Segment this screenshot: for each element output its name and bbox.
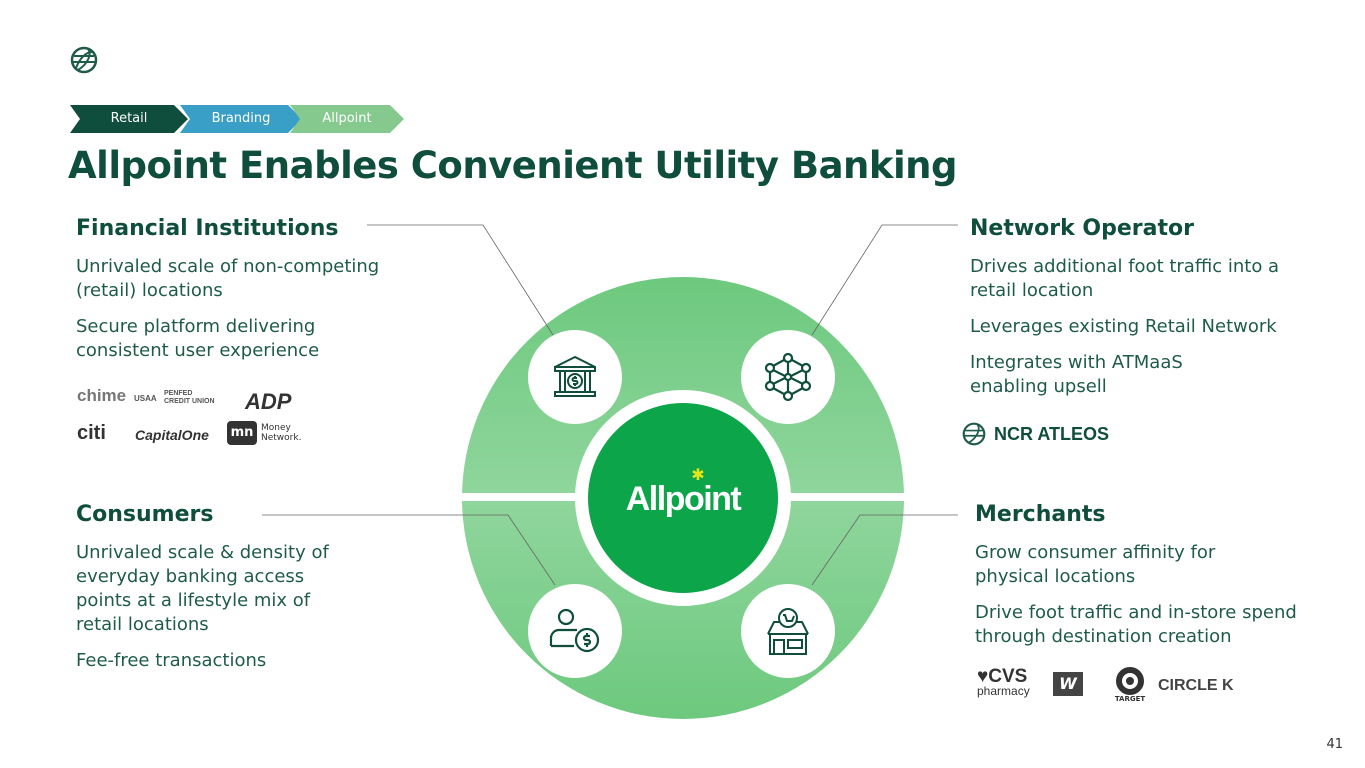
consumers-section: Consumers Unrivaled scale & density of e… — [76, 502, 376, 685]
bullet-text: Fee-free transactions — [76, 650, 267, 671]
section-heading: Network Operator — [970, 216, 1194, 241]
citi-logo: citi — [77, 422, 106, 444]
target-logo: TARGET — [1114, 667, 1146, 703]
ncr-atleos-logo: NCR ATLEOS — [962, 422, 1109, 446]
financial-institutions-section: Financial Institutions Unrivaled scale o… — [76, 216, 456, 375]
chime-logo: chime — [77, 386, 127, 405]
penfed-logo: PENFED CREDIT UNION — [164, 390, 215, 405]
breadcrumb-branding[interactable]: Branding — [180, 105, 302, 133]
section-heading: Merchants — [975, 502, 1106, 527]
network-operator-section: Network Operator Drives additional foot … — [970, 216, 1350, 411]
money-network-logo: mn Money Network. — [227, 421, 311, 445]
bullet-text: Unrivaled scale of non-competing (retail… — [76, 256, 380, 301]
bullet-text: Drive foot traffic and in-store spend th… — [975, 602, 1297, 647]
section-heading: Financial Institutions — [76, 216, 339, 241]
consumer-dollar-icon — [528, 584, 622, 678]
adp-logo: ADP — [245, 389, 292, 414]
bank-icon — [528, 330, 622, 424]
page-number: 41 — [1326, 737, 1343, 752]
bullet-text: Unrivaled scale & density of everyday ba… — [76, 542, 329, 635]
network-icon — [741, 330, 835, 424]
ncr-globe-icon — [70, 46, 98, 74]
bullet-text: Integrates with ATMaaS enabling upsell — [970, 352, 1183, 397]
capitalone-logo: CapitalOne — [135, 427, 209, 443]
usaa-logo: USAA — [134, 394, 157, 403]
breadcrumb-retail[interactable]: Retail — [70, 105, 188, 133]
allpoint-logo: ✱ Allpoint — [625, 465, 742, 518]
bullet-text: Grow consumer affinity for physical loca… — [975, 542, 1216, 587]
section-heading: Consumers — [76, 502, 214, 527]
store-cart-icon — [741, 584, 835, 678]
circle-k-logo: CIRCLE K — [1158, 677, 1234, 694]
bullet-text: Drives additional foot traffic into a re… — [970, 256, 1280, 301]
page-title: Allpoint Enables Convenient Utility Bank… — [68, 144, 958, 187]
merchants-section: Merchants Grow consumer affinity for phy… — [975, 502, 1355, 661]
bullet-text: Leverages existing Retail Network — [970, 316, 1277, 337]
bullet-text: Secure platform delivering consistent us… — [76, 316, 320, 361]
walgreens-logo: W — [1053, 672, 1083, 696]
cvs-logo: ♥CVS pharmacy — [977, 666, 1030, 698]
breadcrumb-allpoint[interactable]: Allpoint — [290, 105, 404, 133]
